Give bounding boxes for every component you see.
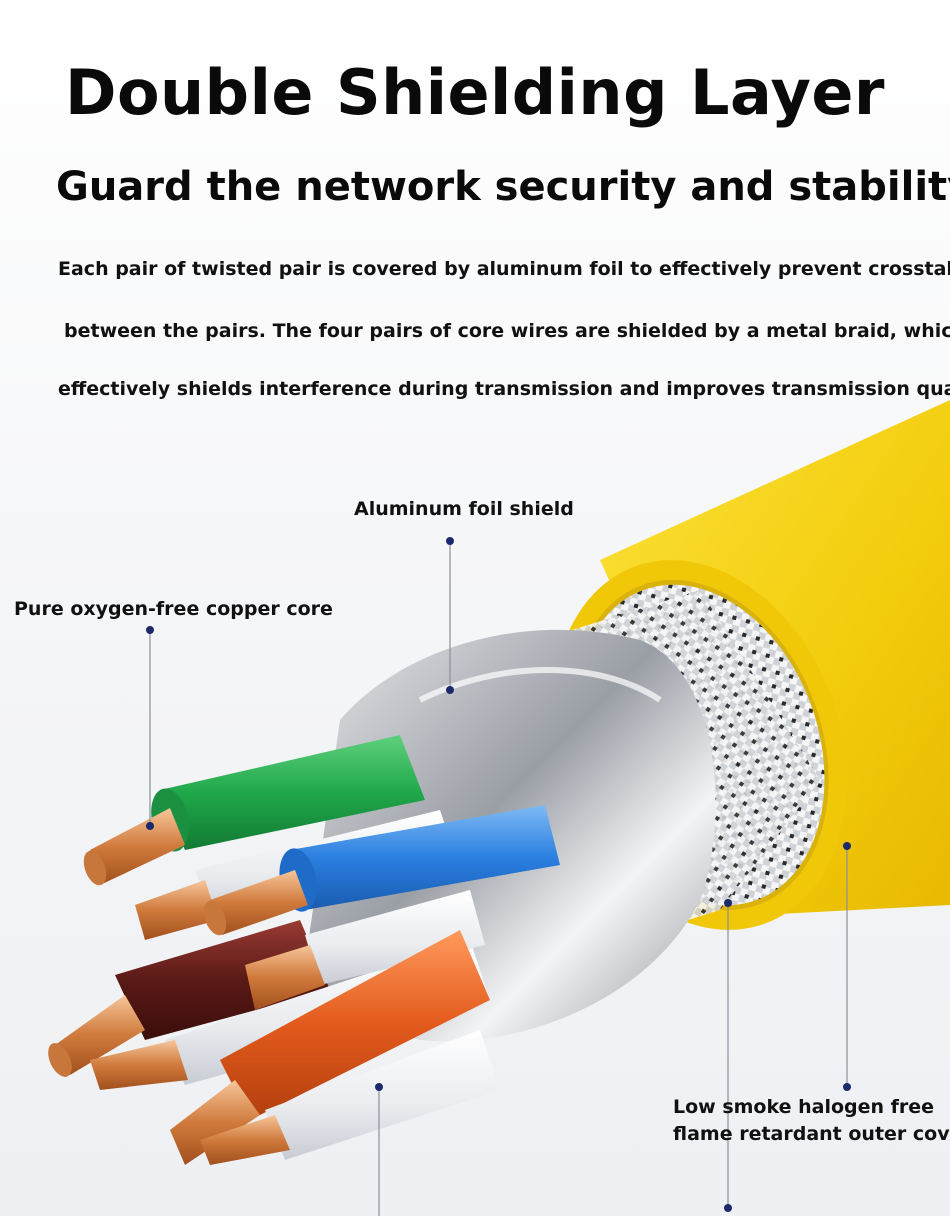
label-aluminum-foil-shield: Aluminum foil shield (354, 498, 574, 520)
callout-leaders (149, 541, 848, 1216)
blue-wire (203, 805, 560, 936)
page-title: Double Shielding Layer (64, 56, 886, 129)
brown-wire (48, 920, 330, 1077)
callout-dots (146, 537, 851, 1212)
label-outer-cover-line-2: flame retardant outer cove (673, 1123, 950, 1145)
page-subtitle: Guard the network security and stability (56, 164, 950, 210)
description-line-1: Each pair of twisted pair is covered by … (58, 258, 950, 280)
label-outer-cover-line-1: Low smoke halogen free (673, 1096, 935, 1118)
green-wire (83, 735, 425, 886)
description-line-3: effectively shields interference during … (58, 378, 950, 400)
label-copper-core: Pure oxygen-free copper core (14, 598, 333, 620)
description-line-2: between the pairs. The four pairs of cor… (64, 320, 950, 342)
orange-wire (170, 930, 500, 1165)
